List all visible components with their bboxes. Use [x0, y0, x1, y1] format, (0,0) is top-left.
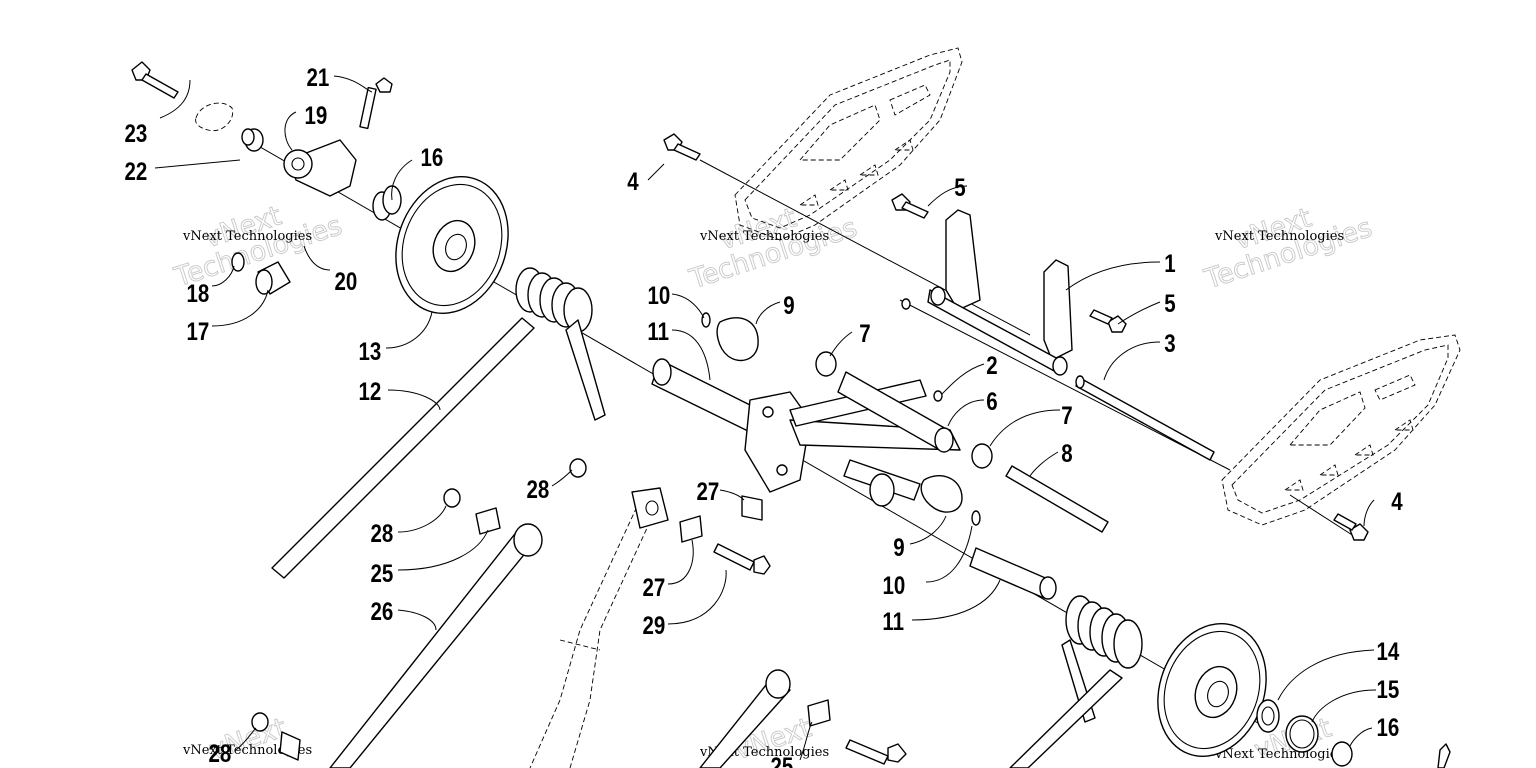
arm-26	[329, 523, 543, 768]
callout-17: 17	[187, 317, 210, 345]
shaft-11-lower	[969, 547, 1057, 600]
rail-outline-left	[734, 47, 963, 241]
callout-9-top: 9	[783, 291, 794, 319]
callout-4-top: 4	[627, 167, 639, 195]
bushing-28-b	[443, 488, 461, 508]
callout-14: 14	[1377, 637, 1400, 665]
bushing-7-lower	[971, 443, 993, 469]
set-screw-2	[901, 298, 943, 402]
callout-25: 25	[371, 559, 394, 587]
pin-8	[1005, 465, 1109, 533]
watermark-3-small: vNext Technologies	[1214, 229, 1344, 244]
spacer-25	[475, 507, 501, 535]
bolt-5-right	[1089, 309, 1127, 333]
bearing-14	[1256, 699, 1280, 733]
callout-3: 3	[1164, 329, 1175, 357]
callout-4-right: 4	[1391, 487, 1403, 515]
callout-21: 21	[307, 63, 330, 91]
callout-19: 19	[305, 101, 328, 129]
callout-26: 26	[371, 597, 394, 625]
part-17	[255, 261, 291, 295]
spacer-16-bottom	[1331, 741, 1353, 767]
leader-lines	[154, 75, 1377, 761]
ring-10-upper	[701, 312, 711, 328]
shaft-3	[1075, 375, 1215, 461]
callout-18: 18	[187, 279, 210, 307]
tube-6	[837, 371, 954, 453]
callout-11-top: 11	[647, 317, 669, 345]
callout-13: 13	[359, 337, 382, 365]
spring-12	[271, 267, 606, 579]
spacer-16-top	[372, 185, 402, 221]
bolt-29	[713, 543, 771, 575]
callout-11-lower: 11	[882, 607, 904, 635]
callout-8: 8	[1061, 439, 1073, 467]
bolt-21	[359, 77, 393, 130]
shaft-11-upper	[651, 358, 761, 433]
link-27	[741, 495, 763, 521]
bottom-hardware	[251, 699, 1451, 768]
callout-6: 6	[986, 387, 997, 415]
ring-10-lower	[971, 510, 981, 526]
callout-2: 2	[986, 351, 997, 379]
spacer-27-lower	[679, 515, 703, 543]
callout-16-top: 16	[421, 143, 444, 171]
callout-27-top: 27	[697, 477, 720, 505]
bushing-28-a	[569, 458, 587, 478]
bushing-7-upper	[815, 351, 837, 377]
callout-9-lower: 9	[893, 533, 904, 561]
callout-10-lower: 10	[883, 571, 906, 599]
washer-outline	[195, 102, 234, 132]
bracket-19	[283, 139, 357, 197]
bushing-22	[241, 128, 264, 152]
washer-18	[231, 252, 245, 272]
shaft-lower	[843, 459, 921, 507]
callout-10-top: 10	[648, 281, 671, 309]
callout-25-bottom: 25	[771, 752, 794, 768]
callout-5-right: 5	[1164, 289, 1176, 317]
bolt-4-top	[663, 133, 701, 161]
callout-20: 20	[335, 267, 358, 295]
callout-23: 23	[125, 119, 148, 147]
shock-absorber	[529, 487, 669, 768]
callout-22: 22	[125, 157, 148, 185]
bolt-4-right	[1333, 513, 1369, 541]
spring-right	[1009, 595, 1143, 768]
wheel-13	[395, 175, 509, 315]
callout-15: 15	[1377, 675, 1400, 703]
callout-28-bottom: 28	[209, 739, 232, 767]
callout-28-b: 28	[371, 519, 394, 547]
callout-16-bottom: 16	[1377, 713, 1400, 741]
rail-outline-right	[1221, 334, 1461, 526]
bolt-5-top	[891, 193, 929, 219]
rubber-bumper-9-lower	[920, 475, 963, 513]
callout-12: 12	[359, 377, 382, 405]
callout-7-right: 7	[1061, 401, 1072, 429]
callout-labels: 23 22 19 21 16 20 18 17 13 12 4 5 1 5 3 …	[125, 63, 1403, 768]
watermark-6-small: vNext Technologies	[1214, 747, 1344, 762]
bracket-1	[927, 209, 1073, 376]
rubber-bumper-9-upper	[716, 317, 759, 362]
callout-7-top: 7	[859, 319, 870, 347]
watermark-1-small: vNext Technologies	[182, 229, 312, 244]
lower-arm-right	[699, 669, 791, 768]
callout-27-lower: 27	[643, 573, 666, 601]
callout-1: 1	[1164, 249, 1176, 277]
wheel-right	[1157, 622, 1267, 758]
callout-28-a: 28	[527, 475, 550, 503]
callout-29: 29	[643, 611, 666, 639]
watermark-2-small: vNext Technologies	[699, 229, 829, 244]
bolt-23	[131, 61, 179, 99]
callout-5-top: 5	[954, 173, 966, 201]
snap-ring-15	[1285, 715, 1319, 753]
watermark-4-small: vNext Technologies	[182, 743, 312, 758]
